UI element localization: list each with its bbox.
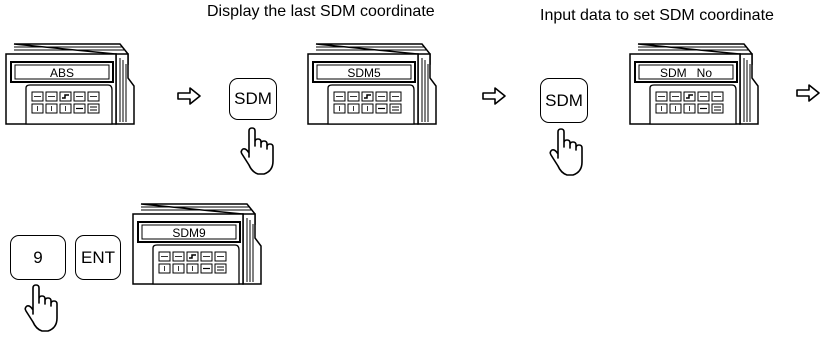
display-unit-3: SDM No [628, 38, 760, 128]
sdm-key[interactable]: SDM [229, 78, 277, 120]
pointing-hand-icon [549, 128, 583, 176]
display-unit-icon [132, 203, 262, 285]
ent-key[interactable]: ENT [75, 235, 121, 280]
caption-display-last-sdm: Display the last SDM coordinate [207, 3, 435, 20]
display-unit-4: SDM9 [131, 198, 263, 288]
sdm-key[interactable]: SDM [540, 78, 588, 123]
hollow-right-arrow-icon [482, 87, 506, 105]
key-9[interactable]: 9 [10, 235, 66, 280]
display-unit-1: ABS [4, 38, 136, 128]
pointing-hand-icon [24, 284, 58, 332]
hollow-right-arrow-icon [177, 87, 201, 105]
display-readout: SDM No [659, 66, 712, 80]
display-unit-icon [629, 43, 759, 125]
hollow-right-arrow-icon [796, 84, 820, 102]
display-unit-icon [307, 43, 437, 125]
display-readout: SDM5 [347, 66, 381, 80]
display-unit-icon [5, 43, 135, 125]
display-readout: ABS [49, 66, 74, 80]
pointing-hand-icon [240, 127, 274, 175]
display-unit-2: SDM5 [306, 38, 438, 128]
display-readout: SDM9 [172, 226, 206, 240]
caption-input-data-set-sdm: Input data to set SDM coordinate [540, 7, 774, 24]
